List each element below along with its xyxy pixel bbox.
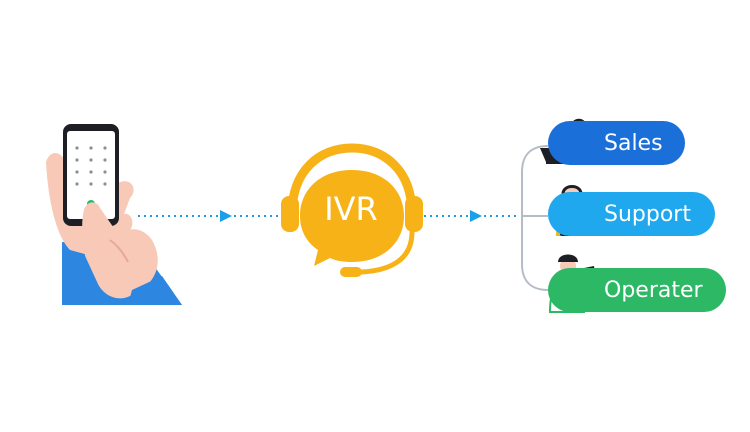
phone-keypad: [75, 146, 107, 186]
operater-pill: Operater: [548, 268, 726, 312]
arrow-ivr-to-departments: [424, 210, 518, 222]
microphone-boom: [359, 229, 415, 275]
ivr-headset-icon: [281, 143, 423, 277]
right-earcup: [405, 196, 423, 232]
support-label: Support: [604, 201, 691, 227]
left-earcup: [281, 196, 299, 232]
operater-label: Operater: [604, 277, 703, 303]
finger-detail: [109, 239, 129, 263]
headband: [287, 143, 417, 219]
arrow-caller-to-ivr: [138, 210, 282, 222]
speech-bubble: [300, 170, 404, 266]
phone-screen: [67, 131, 115, 219]
support-pill: Support: [548, 192, 715, 236]
sales-label: Sales: [604, 130, 663, 156]
caller-front-sleeve: [128, 276, 182, 305]
microphone-tip: [340, 267, 362, 277]
department-connector: [521, 145, 549, 291]
sales-pill: Sales: [548, 121, 685, 165]
ivr-label: IVR: [324, 190, 378, 228]
caller-phone-illustration: [46, 124, 182, 305]
